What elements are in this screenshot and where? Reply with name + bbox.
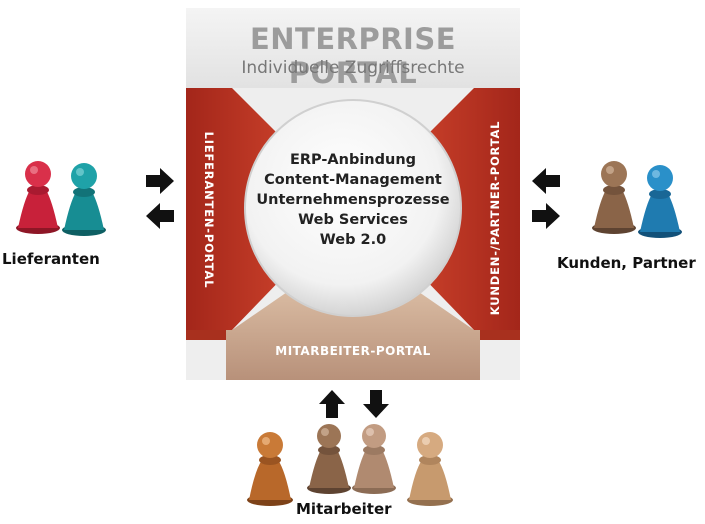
partner-figure-icon [638, 165, 682, 238]
header-band [186, 8, 520, 88]
center-services: ERP-Anbindung Content-Management Unterne… [250, 150, 456, 250]
employee-figure-icon [307, 424, 351, 494]
supplier-figure-icon [16, 161, 60, 234]
service-web20: Web 2.0 [319, 232, 387, 248]
arrow-left-icon [146, 203, 174, 229]
service-erp: ERP-Anbindung [289, 152, 417, 168]
customer-figure-icon [592, 161, 636, 234]
employee-figure-icon [247, 432, 293, 506]
suppliers-label: Lieferanten [2, 250, 100, 268]
bottom-portal-panel [226, 290, 480, 380]
arrow-down-icon [363, 390, 389, 418]
supplier-figure-icon [62, 163, 106, 236]
arrow-right-icon [146, 168, 174, 194]
arrow-left-icon [532, 168, 560, 194]
customer-partner-portal-label: KUNDEN-/PARTNER-PORTAL [488, 120, 502, 316]
center-circle [244, 99, 462, 317]
customers-partners-label: Kunden, Partner [557, 254, 696, 272]
employee-portal-label: MITARBEITER-PORTAL [275, 344, 431, 358]
service-processes: Unternehmensprozesse [256, 192, 450, 208]
service-web-services: Web Services [298, 212, 408, 228]
arrow-up-icon [319, 390, 345, 418]
portal-title: ENTERPRISE PORTAL [249, 22, 457, 90]
employee-figure-icon [352, 424, 396, 494]
arrow-right-icon [532, 203, 560, 229]
portal-subtitle: Individuelle Zugriffsrechte [241, 58, 465, 78]
service-cms: Content-Management [264, 172, 442, 188]
employees-label: Mitarbeiter [296, 500, 392, 518]
supplier-portal-label: LIEFERANTEN-PORTAL [202, 131, 216, 289]
employee-figure-icon [407, 432, 453, 506]
